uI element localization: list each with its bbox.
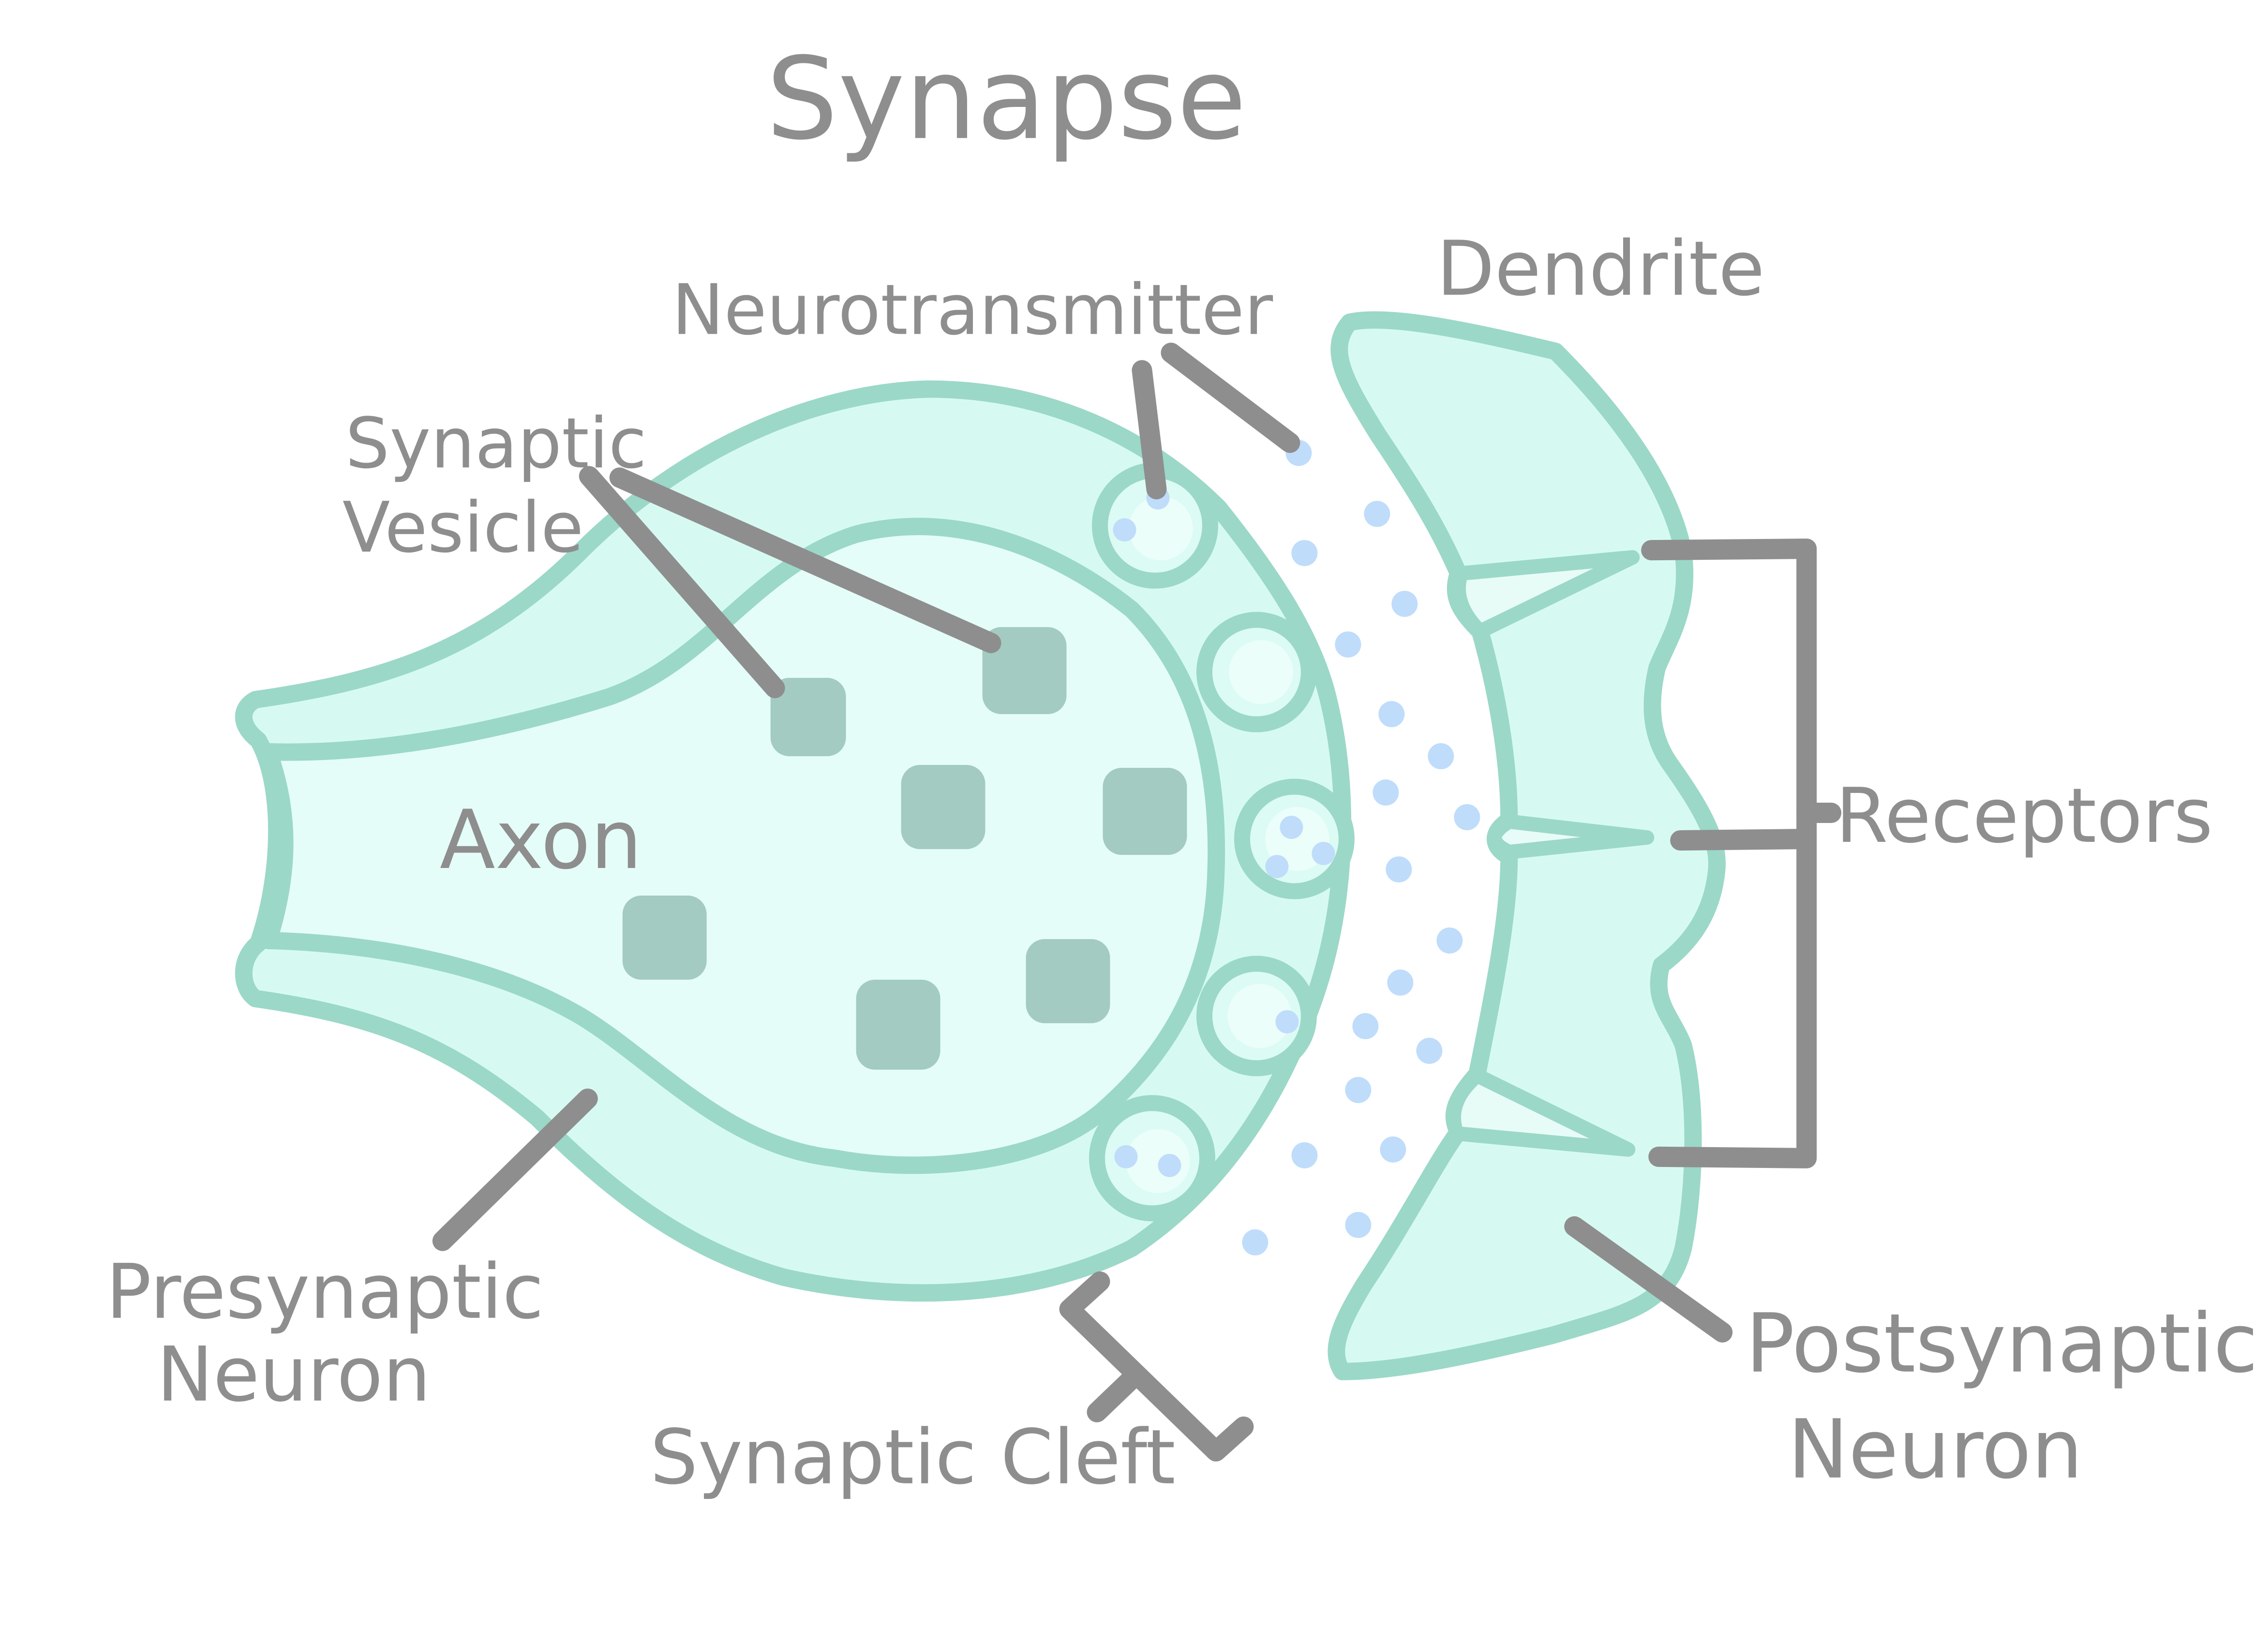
receptor bbox=[1487, 814, 1655, 859]
receptor bbox=[1447, 1068, 1636, 1157]
label-dendrite: Dendrite bbox=[1436, 224, 1764, 313]
neurotransmitter bbox=[1345, 1211, 1372, 1238]
postsynaptic-leader bbox=[1564, 1216, 1733, 1343]
label-synaptic-cleft: Synaptic Cleft bbox=[650, 1413, 1176, 1501]
fusing-vesicle bbox=[1234, 778, 1355, 899]
label-synaptic-vesicle-2: Vesicle bbox=[343, 487, 584, 568]
synaptic-vesicle bbox=[1103, 768, 1187, 855]
synaptic-vesicle-leader-2 bbox=[609, 467, 1001, 654]
synaptic-vesicle bbox=[901, 765, 985, 849]
receptors-bracket bbox=[1641, 538, 1817, 1168]
synaptic-vesicle bbox=[982, 627, 1067, 715]
synaptic-vesicle bbox=[856, 979, 940, 1070]
neurotransmitter bbox=[1378, 701, 1405, 728]
label-postsynaptic-2: Neuron bbox=[1788, 1402, 2083, 1497]
diagram-title: Synapse bbox=[766, 33, 1247, 165]
fusing-vesicle bbox=[1196, 612, 1317, 733]
label-presynaptic-1: Presynaptic bbox=[106, 1248, 544, 1336]
neurotransmitter bbox=[1428, 743, 1454, 770]
neurotransmitter bbox=[1291, 540, 1318, 567]
receptor bbox=[1451, 550, 1640, 639]
neurotransmitter bbox=[1364, 501, 1390, 527]
neurotransmitter bbox=[1391, 591, 1418, 617]
neurotransmitter bbox=[1436, 927, 1463, 954]
label-postsynaptic-1: Postsynaptic bbox=[1746, 1296, 2258, 1391]
synaptic-vesicle-leader bbox=[579, 466, 785, 699]
neurotransmitters bbox=[1242, 440, 1480, 1256]
label-presynaptic-2: Neuron bbox=[157, 1331, 431, 1419]
neurotransmitter bbox=[1386, 856, 1412, 882]
neurotransmitter bbox=[1242, 1229, 1268, 1256]
neurotransmitter-leader-2 bbox=[1161, 343, 1300, 453]
neurotransmitter bbox=[1335, 631, 1361, 658]
synaptic-vesicle bbox=[1026, 939, 1110, 1023]
label-receptors: Receptors bbox=[1835, 772, 2213, 860]
label-neurotransmitter: Neurotransmitter bbox=[672, 269, 1273, 350]
axon bbox=[259, 518, 1225, 1174]
neurotransmitter bbox=[1416, 1037, 1443, 1064]
synaptic-vesicles bbox=[622, 627, 1187, 1070]
neurotransmitter bbox=[1352, 1013, 1379, 1039]
fusing-vesicle bbox=[1089, 1095, 1215, 1222]
fusing-vesicle bbox=[1196, 956, 1317, 1077]
synaptic-vesicle bbox=[622, 895, 707, 980]
receptors-middle-tick bbox=[1670, 828, 1817, 851]
neurotransmitter bbox=[1345, 1077, 1372, 1103]
label-axon: Axon bbox=[440, 793, 642, 887]
receptors bbox=[1447, 550, 1655, 1157]
synaptic-cleft-bracket bbox=[1059, 1271, 1254, 1462]
neurotransmitter bbox=[1387, 969, 1414, 996]
neurotransmitter bbox=[1373, 779, 1399, 806]
synaptic-cleft-leader bbox=[1087, 1368, 1142, 1422]
neurotransmitter bbox=[1454, 804, 1480, 830]
synaptic-vesicle bbox=[770, 678, 846, 757]
label-synaptic-vesicle-1: Synaptic bbox=[345, 403, 647, 484]
neurotransmitter bbox=[1291, 1142, 1318, 1168]
neurotransmitter bbox=[1380, 1136, 1406, 1163]
neurotransmitter-leader bbox=[1132, 360, 1167, 500]
presynaptic-leader bbox=[432, 1088, 598, 1251]
